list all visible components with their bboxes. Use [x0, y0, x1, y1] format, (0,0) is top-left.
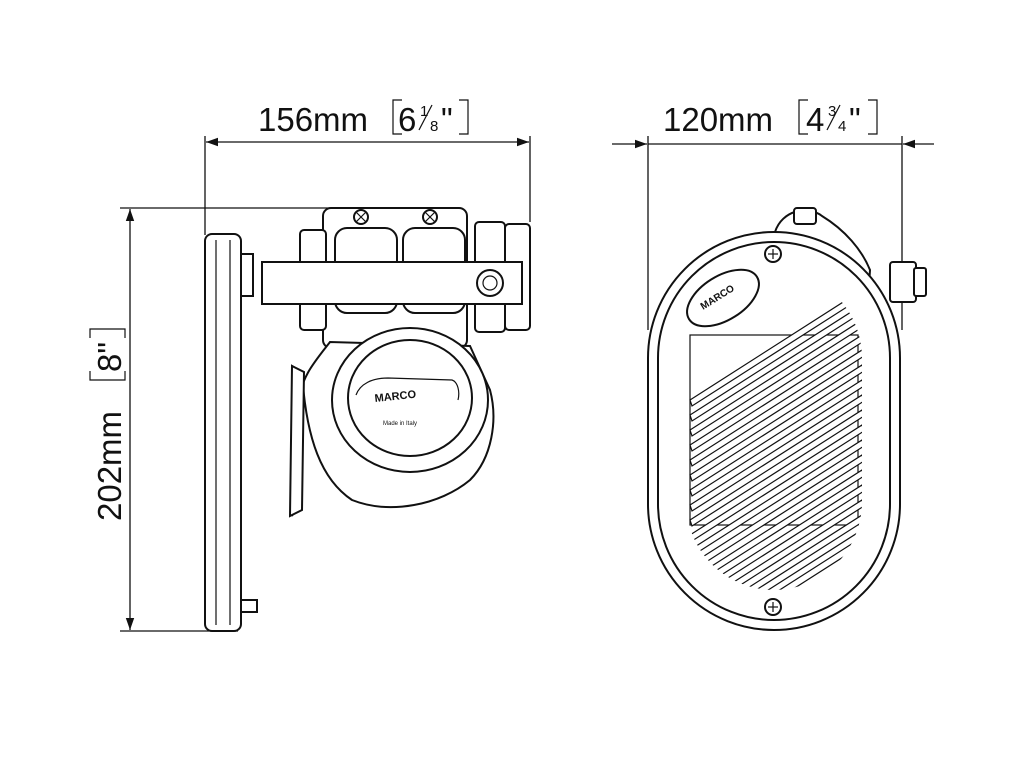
grille-slot: [689, 544, 862, 590]
mounting-stud: [240, 253, 254, 297]
dimension-width-side: 156mm 6 1 8 ": [204, 99, 531, 235]
grille-slot: [689, 289, 862, 407]
grille-slot: [689, 319, 862, 437]
dimension-inch-numerator: 3: [828, 103, 836, 120]
bracket-close: [89, 328, 126, 338]
dimension-inch-denominator: 8: [430, 118, 438, 135]
screw-slot: [355, 211, 367, 223]
bracket-open: [798, 99, 808, 135]
brand-badge: [686, 268, 760, 328]
side-bolt: [889, 261, 917, 303]
bracket-close: [459, 99, 469, 135]
inch-mark: ": [849, 101, 861, 138]
grille-slot: [689, 304, 862, 422]
dimension-inch-whole: 6: [398, 101, 416, 138]
bracket-open: [89, 371, 126, 381]
bracket-close: [868, 99, 878, 135]
grille-slot: [689, 529, 862, 590]
grille-slot: [689, 394, 862, 512]
bolt-nut-inner: [482, 275, 498, 291]
dimension-metric-label: 120mm: [663, 101, 773, 138]
mounting-stud-bottom: [240, 599, 258, 613]
grille-slot: [689, 514, 862, 590]
horn-side-view: MARCO Made in Italy: [204, 207, 531, 632]
horn-bell-flare: [288, 364, 306, 518]
bolt-nut-icon: [476, 269, 504, 297]
side-bolt-tip: [913, 267, 927, 297]
dimension-height: 202mm 8": [89, 207, 330, 632]
top-fitting-nut: [793, 207, 817, 225]
bracket-open: [392, 99, 402, 135]
fraction-slash: [418, 104, 433, 131]
brand-logo-side: MARCO: [374, 389, 417, 405]
dimension-inch-numerator: 1: [420, 103, 428, 120]
mounting-plate: [204, 233, 242, 632]
made-in-label: Made in Italy: [383, 421, 417, 427]
dimension-inch-label: 8": [91, 342, 128, 372]
grille-slot: [689, 484, 862, 590]
dimension-inch-denominator: 4: [838, 118, 846, 135]
horn-diaphragm-cap: [347, 339, 473, 457]
grille-slot: [689, 379, 862, 497]
screw-slot: [424, 211, 436, 223]
grille-slot: [689, 364, 862, 482]
logo-swoosh: [355, 377, 460, 401]
dimension-metric-label: 202mm: [91, 411, 128, 521]
fraction-slash: [826, 104, 841, 131]
dimension-metric-label: 156mm: [258, 101, 368, 138]
dimension-inch-whole: 4: [806, 101, 824, 138]
grille-slot: [689, 409, 862, 527]
grille-slot: [689, 334, 862, 452]
horn-front-view: MARCO: [647, 207, 927, 631]
inch-mark: ": [441, 101, 453, 138]
grille-slot: [689, 349, 862, 467]
